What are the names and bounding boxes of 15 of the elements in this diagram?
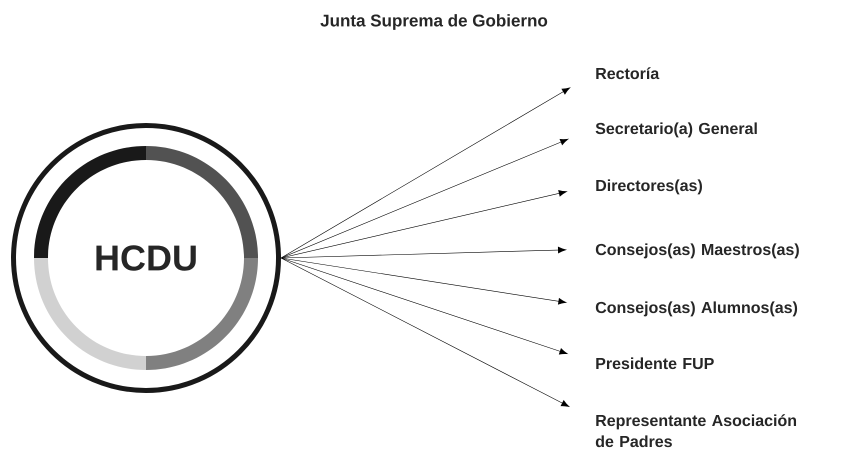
role-label: Consejos(as) Maestros(as)	[596, 243, 799, 258]
title: Junta Suprema de Gobierno	[320, 14, 548, 30]
role-label: Rectoría	[596, 67, 660, 80]
arrow	[280, 88, 570, 258]
arrow	[280, 190, 567, 258]
arrow	[280, 138, 568, 258]
role-label: Directores(as)	[596, 179, 702, 194]
role-label: Consejos(as) Alumnos(as)	[596, 301, 798, 316]
arrow	[280, 258, 566, 305]
arrow	[280, 246, 566, 258]
arrow	[280, 258, 568, 354]
role-label: Secretario(a) General	[596, 122, 757, 138]
arrow	[280, 258, 570, 407]
role-label: Presidente FUP	[596, 357, 714, 370]
role-label: Representante Asociación de Padres	[596, 414, 796, 448]
